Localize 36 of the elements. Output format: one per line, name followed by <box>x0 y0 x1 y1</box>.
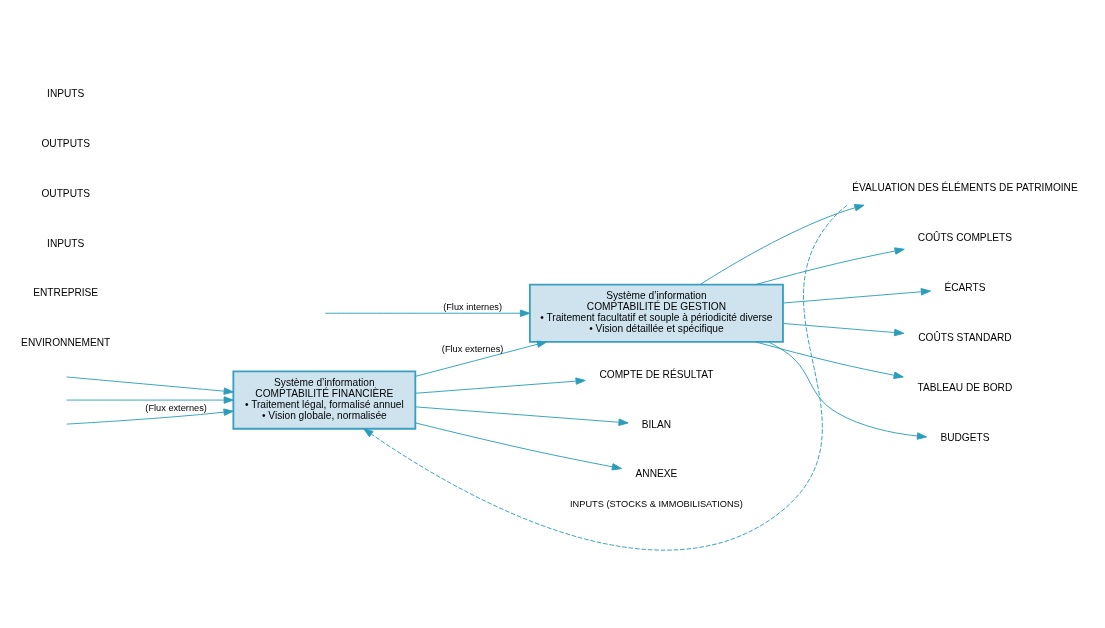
edge-label: (Flux externes) <box>441 344 504 355</box>
node-text: BILAN <box>641 418 672 430</box>
node-text: COÛTS STANDARD <box>918 331 1012 343</box>
arrow <box>699 204 865 285</box>
label: OUTPUTS <box>41 187 90 199</box>
node-text: ANNEXE <box>635 468 678 480</box>
arrow <box>415 422 622 471</box>
arrow <box>66 376 234 395</box>
node-text: ÉCARTS <box>944 281 986 293</box>
arrow <box>755 247 905 286</box>
node-box: Système d’information COMPTABILITÉ DE GESTION • Traitement facultatif et souple à périodicité diverse • Vision détaillée et spécifique <box>528 283 784 343</box>
edge-label: (Flux externes) <box>145 403 207 414</box>
arrow <box>66 396 234 404</box>
label: ENVIRONNEMENT <box>21 337 111 349</box>
node-text: ÉVALUATION DES ÉLÉMENTS DE PATRIMOINE <box>852 182 1078 194</box>
node-box: Système d’information COMPTABILITÉ FINANCIÈRE • Traitement légal, formalisé annuel • Vision globale, normalisée <box>232 370 417 430</box>
arrow <box>782 323 905 337</box>
arrow <box>415 340 547 377</box>
node-text: COÛTS COMPLETS <box>917 232 1013 244</box>
arrow <box>755 341 904 379</box>
arrow <box>363 204 848 551</box>
label: INPUTS <box>47 87 85 99</box>
arrow <box>324 309 531 317</box>
label: OUTPUTS <box>41 137 90 149</box>
node-text: BUDGETS <box>940 431 990 443</box>
node-text: TABLEAU DE BORD <box>917 381 1013 393</box>
arrow <box>768 341 928 440</box>
arrow <box>415 406 629 426</box>
label: ENTREPRISE <box>33 287 99 299</box>
edge-label: INPUTS (STOCKS & IMMOBILISATIONS) <box>570 499 743 510</box>
arrow <box>415 377 586 394</box>
edge-label: (Flux internes) <box>443 302 503 313</box>
node-text: COMPTE DE RÉSULTAT <box>599 368 714 380</box>
arrow <box>782 288 931 304</box>
arrow <box>66 408 234 425</box>
label: INPUTS <box>47 237 85 249</box>
